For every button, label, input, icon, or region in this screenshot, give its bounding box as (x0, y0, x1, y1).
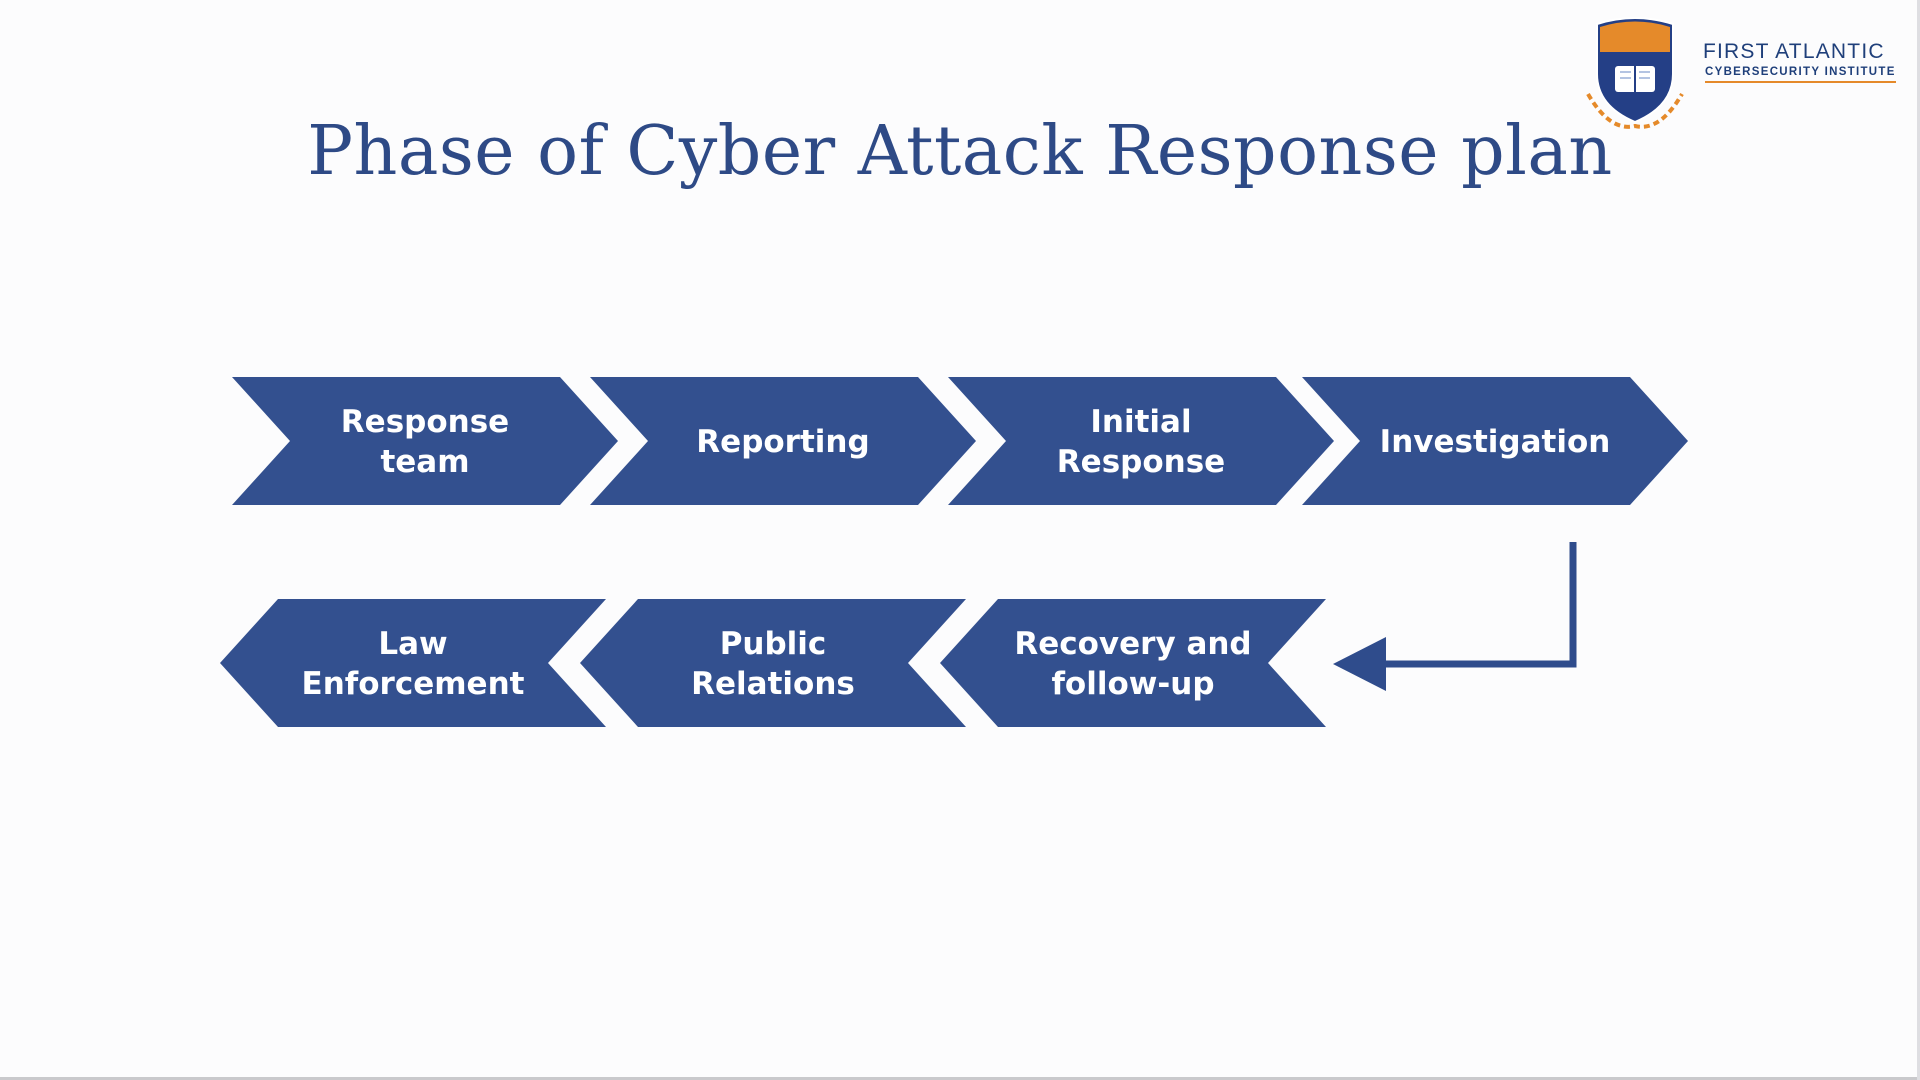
frame-border-bottom (0, 1077, 1920, 1080)
logo-name: FIRST ATLANTIC (1703, 40, 1885, 63)
step-chevron: Reporting (590, 377, 976, 505)
chevron-shape (1302, 377, 1688, 505)
logo-subtitle: CYBERSECURITY INSTITUTE (1705, 66, 1896, 83)
logo-emblem (1586, 17, 1684, 129)
laurel-icon (1586, 92, 1684, 129)
step-label-line: Relations (691, 666, 855, 702)
chevron-shape (948, 377, 1334, 505)
step-label-line: Initial (1090, 404, 1191, 440)
shield-top-band (1600, 21, 1670, 52)
logo (1586, 17, 1684, 129)
arrow-left-icon (1333, 637, 1386, 691)
step-chevron: Response team (232, 377, 618, 505)
top-row: ResponseteamReportingInitialResponseInve… (232, 377, 1688, 505)
step-label-line: Public (720, 626, 827, 662)
step-chevron: Recovery and follow-up (940, 599, 1326, 727)
step-label-line: team (380, 444, 469, 480)
page-title: Phase of Cyber Attack Response plan (307, 112, 1613, 191)
chevron-shape (220, 599, 606, 727)
step-label-line: Response (341, 404, 509, 440)
step-label-line: Law (378, 626, 447, 662)
step-label-line: Response (1057, 444, 1225, 480)
connector-line (1382, 542, 1577, 668)
chevron-shape (590, 377, 976, 505)
chevron-shape (232, 377, 618, 505)
book-icon (1615, 66, 1655, 92)
chevron-shape (940, 599, 1326, 727)
connector-arrow (1333, 542, 1577, 691)
step-chevron: Investigation (1302, 377, 1688, 505)
step-label-line: Enforcement (302, 666, 525, 702)
step-label-line: Reporting (696, 424, 869, 460)
step-label-line: Investigation (1380, 424, 1611, 460)
step-label-line: Recovery and (1014, 626, 1251, 662)
step-label-line: follow-up (1051, 666, 1214, 702)
chevron-shape (580, 599, 966, 727)
frame-border-right (1917, 0, 1920, 1080)
